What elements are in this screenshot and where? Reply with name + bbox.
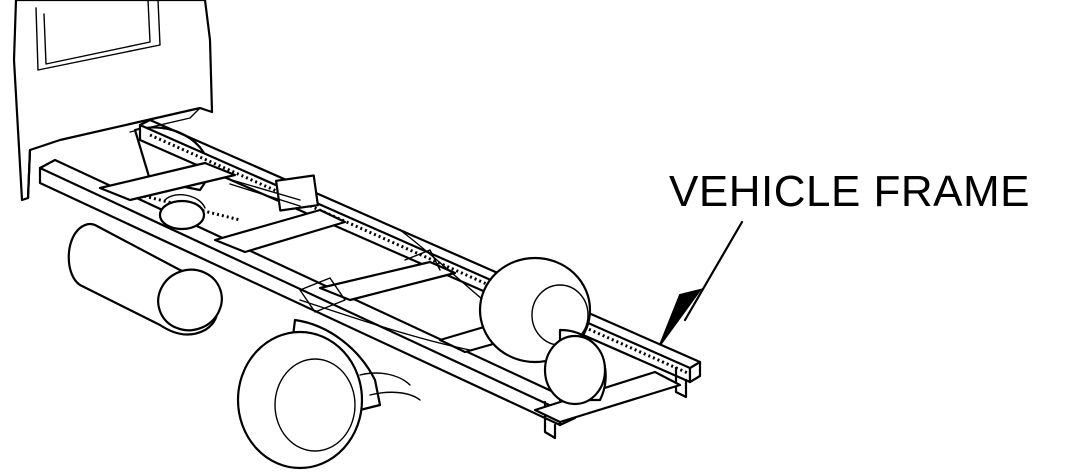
rear-wheel-near [236, 318, 421, 470]
rear-wheel-far [478, 256, 607, 406]
truck-cab [12, 0, 214, 202]
fuel-tank [67, 222, 223, 336]
vehicle-frame-label: VEHICLE FRAME [669, 167, 1031, 216]
callout-arrow [659, 220, 744, 346]
